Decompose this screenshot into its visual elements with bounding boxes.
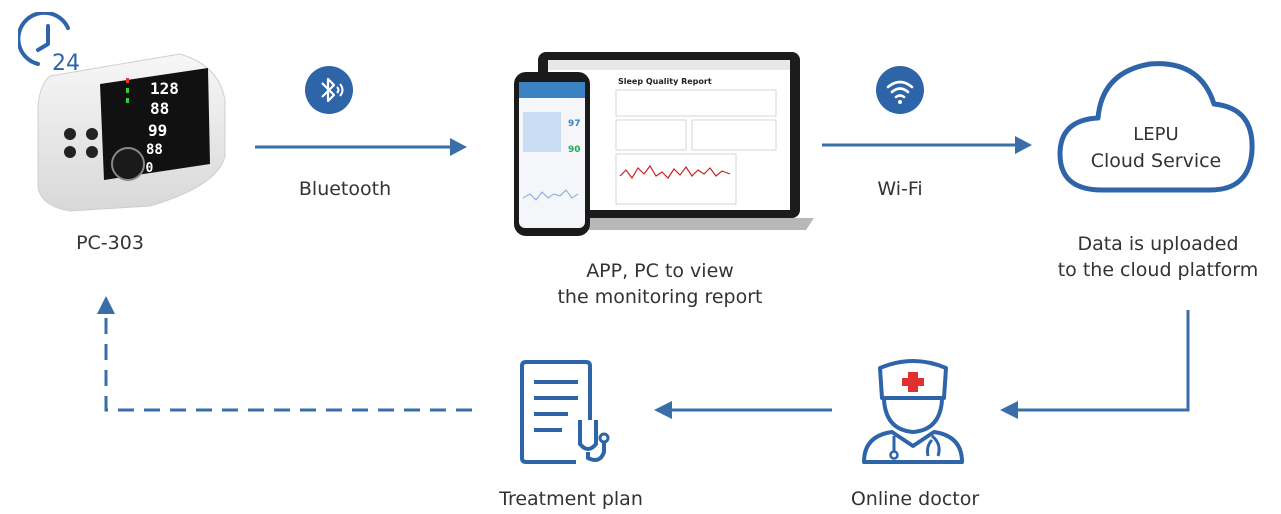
clock-badge-number: 24 xyxy=(52,51,80,74)
phone-value-2: 90 xyxy=(568,145,581,155)
cloud-icon xyxy=(1057,61,1255,193)
bluetooth-icon xyxy=(305,66,353,114)
phone-value-1: 97 xyxy=(568,119,581,129)
wifi-label: Wi-Fi xyxy=(877,178,923,200)
arrow-doctor-to-treatment xyxy=(654,401,832,419)
arrow-app-to-cloud xyxy=(822,136,1032,154)
device-name-label: PC-303 xyxy=(76,232,144,254)
pc-303-device-image: 128 88 99 88 36.0 xyxy=(37,53,226,212)
bluetooth-label: Bluetooth xyxy=(298,178,392,200)
report-title: Sleep Quality Report xyxy=(618,77,712,86)
device-reading-1: 128 xyxy=(150,79,179,98)
upload-label-line2: to the cloud platform xyxy=(1057,259,1259,281)
wifi-icon xyxy=(876,66,924,114)
app-pc-label-line2: the monitoring report xyxy=(557,286,763,308)
doctor-icon xyxy=(862,359,964,464)
arrow-device-to-app xyxy=(255,138,467,156)
clock-24-icon: 24 xyxy=(18,12,80,74)
app-pc-label-line1: APP, PC to view xyxy=(586,260,734,282)
device-reading-3: 99 xyxy=(148,121,167,140)
upload-label-line1: Data is uploaded xyxy=(1077,233,1239,255)
device-reading-4: 88 xyxy=(146,142,163,158)
treatment-label: Treatment plan xyxy=(499,488,643,510)
doctor-label: Online doctor xyxy=(850,488,980,510)
arrow-cloud-to-doctor xyxy=(1000,310,1190,419)
device-reading-2: 88 xyxy=(150,99,169,118)
treatment-plan-icon xyxy=(520,360,610,464)
cloud-label-line2: Cloud Service xyxy=(1090,150,1222,172)
app-pc-report-image: Sleep Quality Report 97 90 xyxy=(514,52,814,236)
cloud-label-line1: LEPU xyxy=(1133,124,1179,145)
arrow-treatment-to-device-dashed xyxy=(97,296,472,412)
